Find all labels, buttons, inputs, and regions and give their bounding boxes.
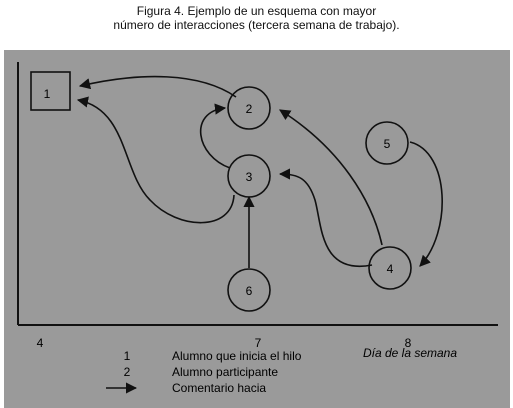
edge-3-to-1 [76, 96, 235, 224]
edge-2-to-1 [78, 75, 237, 98]
node-3-circle [227, 154, 271, 198]
caption-line-2: número de interacciones (tercera semana … [113, 18, 400, 32]
node-5-circle [365, 121, 409, 165]
legend-text-2: Alumno participante [172, 365, 278, 379]
x-tick-8: 8 [405, 336, 412, 350]
node-3-label: 3 [246, 170, 253, 184]
edge-4-to-3 [278, 168, 373, 268]
x-tick-7: 7 [255, 336, 262, 350]
node-4-circle [368, 246, 412, 290]
node-4-label: 4 [387, 262, 394, 276]
x-tick-4: 4 [37, 336, 44, 350]
legend-symbol-1: 1 [124, 349, 131, 363]
diagram-panel [4, 50, 510, 408]
edge-3-to-2 [199, 103, 231, 169]
legend-text-3: Comentario hacia [172, 381, 266, 395]
figure-caption: Figura 4. Ejemplo de un esquema con mayo… [0, 4, 513, 32]
node-2-circle [227, 86, 271, 130]
legend-text-1: Alumno que inicia el hilo [172, 349, 302, 363]
legend-symbol-2: 2 [124, 365, 131, 379]
node-6-label: 6 [246, 284, 253, 298]
node-1-square [30, 71, 71, 111]
node-5-label: 5 [384, 137, 391, 151]
caption-line-1: Figura 4. Ejemplo de un esquema con mayo… [136, 4, 377, 18]
edge-4-to-2 [279, 109, 383, 246]
x-axis-title: Día de la semana [363, 346, 457, 360]
node-2-label: 2 [246, 102, 253, 116]
node-1-label: 1 [44, 87, 51, 101]
node-6-circle [227, 268, 271, 312]
edge-5-to-4 [409, 141, 443, 267]
